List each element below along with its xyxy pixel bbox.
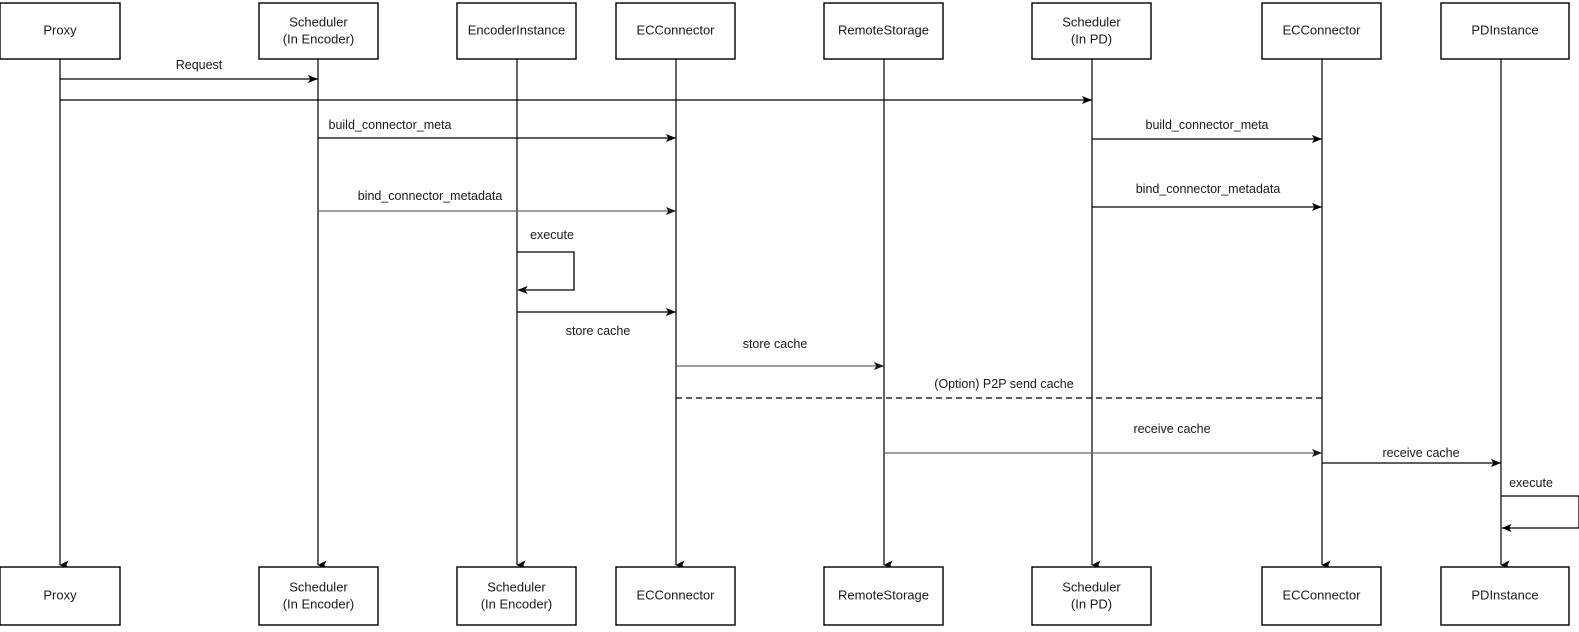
footer-box-pdinst[interactable]: PDInstance: [1440, 566, 1570, 626]
header-box-encoder[interactable]: EncoderInstance: [456, 2, 577, 60]
header-box-sublabel-sched_enc: (In Encoder): [283, 31, 355, 46]
footer-box-rect-proxy: [0, 566, 121, 626]
message-m6[interactable]: bind_connector_metadata: [1092, 182, 1322, 211]
message-label-m9: (Option) P2P send cache: [934, 377, 1073, 391]
header-box-label-encoder: EncoderInstance: [468, 22, 566, 37]
footer-box-label-ecc_enc: ECConnector: [636, 587, 715, 602]
message-m3[interactable]: build_connector_meta: [318, 118, 676, 142]
header-box-pdinst[interactable]: PDInstance: [1440, 2, 1570, 60]
message-label-m4: build_connector_meta: [1146, 118, 1269, 132]
footer-box-sublabel-sched_pd: (In PD): [1071, 596, 1112, 611]
message-m7[interactable]: store cache: [517, 308, 676, 338]
footer-box-encoder[interactable]: Scheduler (In Encoder): [456, 566, 577, 626]
header-box-label-ecc_pd: ECConnector: [1282, 22, 1361, 37]
message-label-m1: Request: [176, 58, 223, 72]
footer-box-remote[interactable]: RemoteStorage: [823, 566, 944, 626]
header-box-remote[interactable]: RemoteStorage: [823, 2, 944, 60]
message-m11[interactable]: receive cache: [1322, 446, 1501, 467]
footer-box-rect-pdinst: [1440, 566, 1570, 626]
footer-box-rect-sched_pd: [1031, 566, 1152, 626]
header-box-rect-ecc_pd: [1261, 2, 1382, 60]
message-label-m3: build_connector_meta: [329, 118, 452, 132]
footer-box-sched_pd[interactable]: Scheduler (In PD): [1031, 566, 1152, 626]
footer-box-rect-ecc_pd: [1261, 566, 1382, 626]
header-box-rect-encoder: [456, 2, 577, 60]
self-message-label-s1: execute: [530, 228, 574, 242]
message-label-m5: bind_connector_metadata: [358, 189, 503, 203]
header-box-rect-sched_pd: [1031, 2, 1152, 60]
footer-box-rect-remote: [823, 566, 944, 626]
self-message-path-s2: [1501, 495, 1579, 532]
message-m4[interactable]: build_connector_meta: [1092, 118, 1322, 143]
header-boxes-layer: Proxy Scheduler (In Encoder) EncoderInstanc…: [0, 2, 1570, 60]
self-message-path-s1: [517, 251, 575, 294]
footer-box-label-pdinst: PDInstance: [1471, 587, 1538, 602]
self-message-label-s2: execute: [1509, 476, 1553, 490]
header-box-label-pdinst: PDInstance: [1471, 22, 1538, 37]
header-box-label-ecc_enc: ECConnector: [636, 22, 715, 37]
messages-layer: Request build_connector_meta build_connect…: [60, 58, 1501, 467]
header-box-ecc_enc[interactable]: ECConnector: [615, 2, 736, 60]
footer-box-sublabel-encoder: (In Encoder): [481, 596, 553, 611]
self-message-s1[interactable]: execute: [517, 228, 575, 294]
header-box-sublabel-sched_pd: (In PD): [1071, 31, 1112, 46]
footer-box-label-proxy: Proxy: [43, 587, 77, 602]
header-box-label-remote: RemoteStorage: [838, 22, 929, 37]
footer-box-label-sched_enc: Scheduler: [289, 579, 348, 594]
footer-box-ecc_enc[interactable]: ECConnector: [615, 566, 736, 626]
footer-box-sublabel-sched_enc: (In Encoder): [283, 596, 355, 611]
message-m9[interactable]: (Option) P2P send cache: [676, 377, 1322, 399]
footer-box-rect-sched_enc: [258, 566, 379, 626]
footer-box-rect-ecc_enc: [615, 566, 736, 626]
header-box-sched_enc[interactable]: Scheduler (In Encoder): [258, 2, 379, 60]
message-label-m6: bind_connector_metadata: [1136, 182, 1281, 196]
message-m10[interactable]: receive cache: [884, 422, 1322, 457]
header-box-rect-sched_enc: [258, 2, 379, 60]
footer-box-label-remote: RemoteStorage: [838, 587, 929, 602]
footer-box-ecc_pd[interactable]: ECConnector: [1261, 566, 1382, 626]
footer-boxes-layer: Proxy Scheduler (In Encoder) Scheduler (In E…: [0, 566, 1570, 626]
header-box-label-sched_enc: Scheduler: [289, 14, 348, 29]
footer-box-label-ecc_pd: ECConnector: [1282, 587, 1361, 602]
self-message-s2[interactable]: execute: [1501, 476, 1579, 532]
footer-box-label-encoder: Scheduler: [487, 579, 546, 594]
message-label-m8: store cache: [743, 337, 808, 351]
message-m8[interactable]: store cache: [676, 337, 884, 370]
message-m5[interactable]: bind_connector_metadata: [318, 189, 676, 215]
footer-box-label-sched_pd: Scheduler: [1062, 579, 1121, 594]
footer-box-proxy[interactable]: Proxy: [0, 566, 121, 626]
message-label-m10: receive cache: [1133, 422, 1210, 436]
footer-box-sched_enc[interactable]: Scheduler (In Encoder): [258, 566, 379, 626]
message-label-m11: receive cache: [1382, 446, 1459, 460]
header-box-label-proxy: Proxy: [43, 22, 77, 37]
self-messages-layer: execute execute: [517, 228, 1579, 532]
header-box-rect-remote: [823, 2, 944, 60]
message-label-m7: store cache: [566, 324, 631, 338]
header-box-ecc_pd[interactable]: ECConnector: [1261, 2, 1382, 60]
header-box-sched_pd[interactable]: Scheduler (In PD): [1031, 2, 1152, 60]
message-m1[interactable]: Request: [60, 58, 318, 83]
header-box-rect-ecc_enc: [615, 2, 736, 60]
header-box-label-sched_pd: Scheduler: [1062, 14, 1121, 29]
header-box-rect-pdinst: [1440, 2, 1570, 60]
header-box-rect-proxy: [0, 2, 121, 60]
header-box-proxy[interactable]: Proxy: [0, 2, 121, 60]
lifelines-layer: [59, 59, 1510, 570]
footer-box-rect-encoder: [456, 566, 577, 626]
